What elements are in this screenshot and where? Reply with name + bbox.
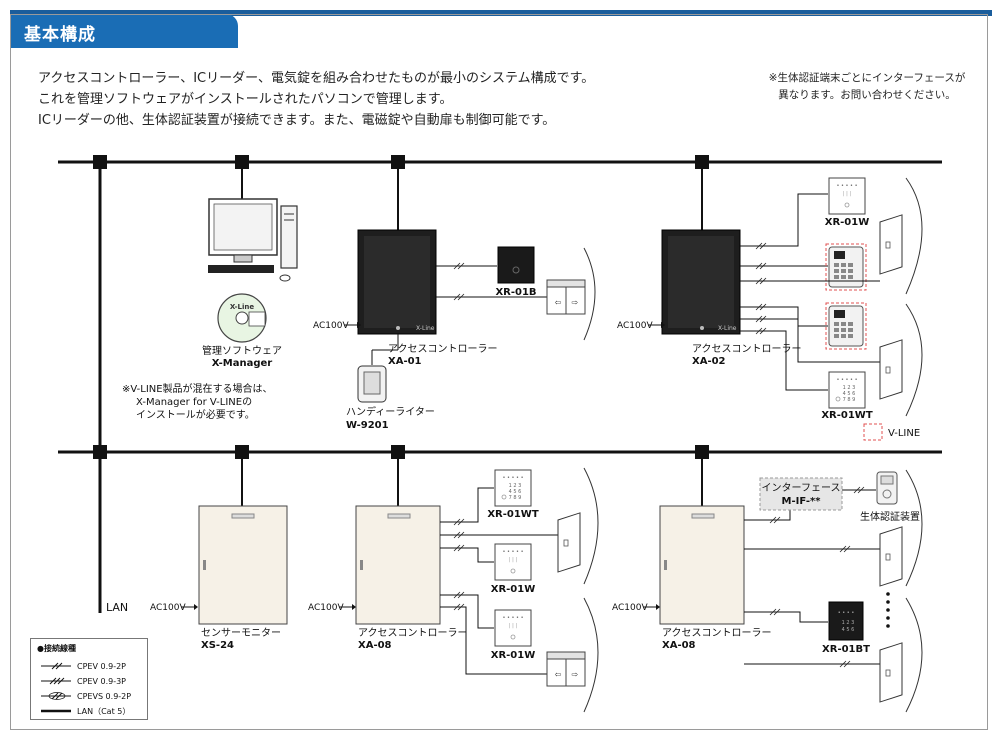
lan-node <box>391 445 405 459</box>
reader-xr01wt-icon <box>828 371 866 409</box>
legend-item: CPEV 0.9-3P <box>77 677 126 686</box>
lan-node <box>235 155 249 169</box>
reader-xr01w-icon <box>828 177 866 215</box>
door-icon <box>879 214 903 275</box>
lan-label: LAN <box>106 601 128 614</box>
vline-reader-frame <box>825 243 867 291</box>
svg-text:• • • •: • • • • <box>838 610 855 616</box>
intro-text: アクセスコントローラー、ICリーダー、電気錠を組み合わせたものが最小のシステム構… <box>38 68 594 131</box>
door-icon <box>557 512 581 573</box>
intro-line-3: ICリーダーの他、生体認証装置が接続できます。また、電磁錠や自動扉も制御可能です… <box>38 113 556 128</box>
ac-label: AC100V <box>617 321 653 331</box>
lan-node <box>391 155 405 169</box>
controller-xa08-b <box>659 505 745 625</box>
lan-node <box>93 445 107 459</box>
legend-lines: ●接続線種 CPEV 0.9-2P CPEV 0.9-3P CPEVS 0.9-… <box>37 643 131 716</box>
reader-xr01w-label: XR-01W <box>491 650 536 661</box>
door-icon <box>879 642 903 703</box>
ac-label: AC100V <box>150 603 186 613</box>
vline-note-line-1: ※V-LINE製品が混在する場合は、 <box>122 382 273 395</box>
reader-xr01wt-label: XR-01WT <box>487 509 539 520</box>
xa01-label: アクセスコントローラー <box>388 343 498 355</box>
reader-xr01wt-label: XR-01WT <box>821 410 873 421</box>
controller-xa08-a <box>355 505 441 625</box>
section-tab: 基本構成 <box>10 14 238 48</box>
biometric-note-line-1: ※生体認証端末ごとにインターフェースが <box>768 72 966 84</box>
vline-note-line-3: インストールが必要です。 <box>136 408 255 421</box>
sensor-monitor-xs24 <box>198 505 288 625</box>
reader-xr01bt-label: XR-01BT <box>822 644 870 655</box>
door-icon <box>879 526 903 587</box>
lan-node <box>235 445 249 459</box>
reader-xr01bt-icon: • • • • 1 2 3 4 5 6 <box>828 601 864 641</box>
legend-item: LAN（Cat 5） <box>77 707 130 716</box>
interface-label: インターフェース <box>762 482 841 494</box>
biometric-note: ※生体認証端末ごとにインターフェースが 異なります。お問い合わせください。 <box>762 70 972 104</box>
keypad-icon <box>828 305 864 347</box>
lan-node <box>695 445 709 459</box>
cd-icon: X-Line <box>217 293 267 343</box>
xs24-label: センサーモニター <box>201 627 281 639</box>
intro-line-2: これを管理ソフトウェアがインストールされたパソコンで管理します。 <box>38 92 453 107</box>
reader-xr01b-label: XR-01B <box>495 287 536 298</box>
controller-xa02: X-Line <box>661 229 741 335</box>
ac-label: AC100V <box>612 603 648 613</box>
biometric-device-icon <box>876 471 898 505</box>
writer-label: ハンディーライター <box>346 405 435 418</box>
software-label: 管理ソフトウェア <box>202 344 282 357</box>
writer-model: W-9201 <box>346 420 389 431</box>
svg-text:1 2 3: 1 2 3 <box>842 620 855 626</box>
diagram-frame <box>10 14 988 730</box>
pc-icon <box>208 198 298 282</box>
ac-label: AC100V <box>308 603 344 613</box>
lan-node <box>93 155 107 169</box>
interface-box <box>759 477 843 511</box>
reader-xr01w-label: XR-01W <box>491 584 536 595</box>
xa02-label: アクセスコントローラー <box>692 343 802 355</box>
cable-legend: ●接続線種 CPEV 0.9-2P CPEV 0.9-3P CPEVS 0.9-… <box>30 638 148 720</box>
interface-model: M-IF-** <box>782 496 822 507</box>
vline-reader-frame <box>825 302 867 350</box>
handy-writer-icon <box>357 365 387 403</box>
svg-text:X-Line: X-Line <box>230 303 255 311</box>
biometric-note-line-2: 異なります。お問い合わせください。 <box>778 89 956 101</box>
reader-xr01w-icon <box>494 543 532 581</box>
software-model: X-Manager <box>212 358 273 369</box>
xa08a-model: XA-08 <box>358 640 392 651</box>
svg-text:X-Line: X-Line <box>718 325 737 332</box>
legend-item: CPEVS 0.9-2P <box>77 692 131 701</box>
xa02-model: XA-02 <box>692 356 726 367</box>
legend-title: ●接続線種 <box>37 643 76 653</box>
door-icon <box>879 339 903 400</box>
reader-xr01w-icon <box>494 609 532 647</box>
ellipsis-dots <box>886 592 890 628</box>
vline-note-line-2: X-Manager for V-LINEの <box>136 397 252 408</box>
xs24-model: XS-24 <box>201 640 234 651</box>
auto-door-icon <box>546 279 586 315</box>
legend-item: CPEV 0.9-2P <box>77 662 126 671</box>
section-title: 基本構成 <box>24 25 96 45</box>
vline-legend-box <box>863 423 883 441</box>
biometric-label: 生体認証装置 <box>860 510 920 523</box>
ac-label: AC100V <box>313 321 349 331</box>
header-bar <box>10 10 992 16</box>
reader-xr01wt-icon <box>494 469 532 507</box>
controller-xa01: X-Line <box>357 229 437 335</box>
auto-door-icon <box>546 651 586 687</box>
vline-legend-label: V-LINE <box>888 428 920 439</box>
intro-line-1: アクセスコントローラー、ICリーダー、電気錠を組み合わせたものが最小のシステム構… <box>38 71 595 86</box>
svg-text:4 5 6: 4 5 6 <box>842 627 855 633</box>
xa08b-label: アクセスコントローラー <box>662 627 772 639</box>
reader-xr01b <box>497 246 535 284</box>
reader-xr01w-label: XR-01W <box>825 217 870 228</box>
xa08a-label: アクセスコントローラー <box>358 627 468 639</box>
svg-text:X-Line: X-Line <box>416 325 435 332</box>
xa01-model: XA-01 <box>388 356 422 367</box>
xa08b-model: XA-08 <box>662 640 696 651</box>
lan-node <box>695 155 709 169</box>
